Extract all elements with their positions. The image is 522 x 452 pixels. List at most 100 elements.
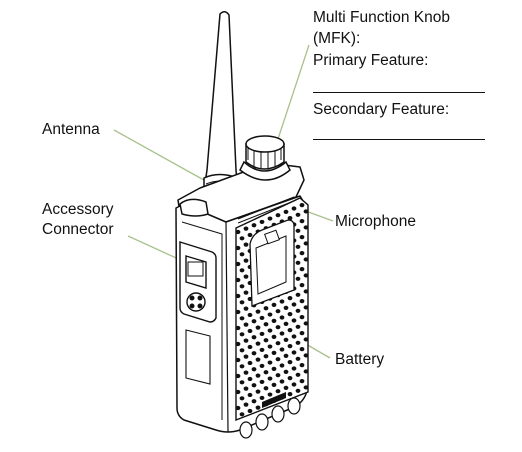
battery-perforation bbox=[312, 270, 317, 274]
battery-perforation bbox=[303, 385, 308, 390]
battery-perforation bbox=[243, 370, 249, 375]
battery-perforation bbox=[259, 219, 265, 225]
battery-perforation bbox=[299, 299, 305, 304]
battery-perforation bbox=[295, 228, 301, 233]
mfk-label-line1: Multi Function Knob bbox=[313, 9, 450, 26]
battery-perforation bbox=[291, 318, 297, 323]
battery-perforation bbox=[255, 341, 261, 346]
battery-perforation bbox=[243, 402, 249, 407]
battery-perforation bbox=[312, 414, 317, 418]
battery-perforation bbox=[291, 302, 297, 307]
battery-perforation bbox=[295, 388, 301, 393]
battery-perforation bbox=[279, 379, 285, 384]
battery-perforation bbox=[236, 293, 241, 299]
battery-perforation bbox=[247, 232, 253, 238]
battery-perforation bbox=[291, 334, 297, 339]
battery-perforation bbox=[243, 354, 249, 359]
battery-perforation bbox=[283, 305, 289, 310]
battery-perforation bbox=[263, 370, 269, 375]
battery-perforation bbox=[279, 315, 285, 320]
battery-perforation bbox=[271, 350, 277, 355]
battery-perforation bbox=[312, 334, 317, 338]
battery-perforation bbox=[243, 386, 249, 391]
battery-perforation bbox=[236, 438, 241, 442]
mfk-label-line2: (MFK): bbox=[313, 30, 361, 47]
battery-perforation bbox=[295, 308, 301, 313]
battery-perforation bbox=[267, 328, 273, 333]
battery-perforation bbox=[272, 447, 277, 451]
battery-perforation bbox=[303, 321, 308, 326]
battery-perforation bbox=[303, 289, 308, 294]
battery-perforation bbox=[283, 209, 289, 214]
battery-perforation bbox=[267, 392, 273, 397]
battery-perforation bbox=[255, 325, 261, 330]
battery-perforation bbox=[259, 395, 265, 401]
battery-perforation bbox=[275, 389, 281, 394]
battery-perforation bbox=[263, 338, 269, 343]
battery-perforation bbox=[247, 328, 253, 334]
battery-perforation bbox=[243, 226, 249, 231]
battery-perforation bbox=[236, 373, 241, 379]
battery-perforation bbox=[295, 276, 301, 281]
battery-perforation bbox=[251, 223, 257, 228]
battery-perforation bbox=[287, 312, 293, 317]
battery-perforation bbox=[296, 437, 301, 441]
battery-perforation bbox=[304, 433, 309, 437]
battery-perforation bbox=[303, 337, 308, 342]
battery-perforation bbox=[268, 440, 273, 444]
battery-perforation bbox=[260, 444, 265, 448]
battery-perforation bbox=[279, 347, 285, 352]
battery-perforation bbox=[295, 372, 301, 377]
battery-perforation bbox=[239, 412, 245, 417]
battery-perforation bbox=[247, 344, 253, 350]
battery-perforation bbox=[251, 351, 257, 356]
battery-perforation bbox=[263, 322, 269, 327]
battery-perforation bbox=[292, 430, 297, 434]
battery-perforation bbox=[312, 254, 317, 258]
battery-perforation bbox=[287, 328, 293, 333]
battery-perforation bbox=[243, 242, 249, 247]
battery-perforation bbox=[271, 334, 277, 339]
battery-perforation bbox=[283, 337, 289, 342]
battery-perforation bbox=[299, 203, 305, 208]
battery-perforation bbox=[271, 382, 277, 387]
battery-perforation bbox=[283, 385, 289, 390]
battery-perforation bbox=[287, 376, 293, 381]
battery-perforation bbox=[312, 430, 317, 434]
battery-perforation bbox=[283, 369, 289, 374]
accessory-connector-label-line2: Connector bbox=[42, 221, 114, 238]
microphone-label: Microphone bbox=[335, 213, 416, 230]
battery-perforation bbox=[303, 273, 308, 278]
multi-function-knob bbox=[239, 135, 291, 181]
battery-perforation bbox=[299, 267, 305, 272]
battery-perforation bbox=[264, 434, 269, 438]
battery-perforation bbox=[236, 261, 241, 267]
battery-perforation bbox=[283, 353, 289, 358]
battery-perforation bbox=[295, 292, 301, 297]
battery-perforation bbox=[287, 344, 293, 349]
battery-perforation bbox=[279, 331, 285, 336]
secondary-feature-blank bbox=[313, 139, 485, 140]
battery-perforation bbox=[303, 401, 308, 406]
battery-perforation bbox=[303, 257, 308, 262]
battery-perforation bbox=[259, 315, 265, 321]
battery-perforation bbox=[275, 357, 281, 362]
battery-perforation bbox=[239, 268, 245, 273]
battery-perforation bbox=[251, 367, 257, 372]
battery-perforation bbox=[299, 363, 305, 368]
battery-perforation bbox=[295, 244, 301, 249]
battery-perforation bbox=[271, 366, 277, 371]
battery-perforation bbox=[275, 309, 281, 314]
primary-feature-label: Primary Feature: bbox=[313, 52, 429, 69]
battery-perforation bbox=[312, 382, 317, 386]
battery-perforation bbox=[299, 315, 305, 320]
antenna bbox=[203, 11, 239, 197]
battery-perforation bbox=[295, 340, 301, 345]
battery-perforation bbox=[312, 206, 317, 210]
battery-perforation bbox=[239, 332, 245, 337]
battery-perforation bbox=[295, 260, 301, 265]
battery-perforation bbox=[308, 424, 313, 428]
battery-perforation bbox=[291, 206, 297, 211]
battery-perforation bbox=[283, 321, 289, 326]
battery-perforation bbox=[267, 344, 273, 349]
